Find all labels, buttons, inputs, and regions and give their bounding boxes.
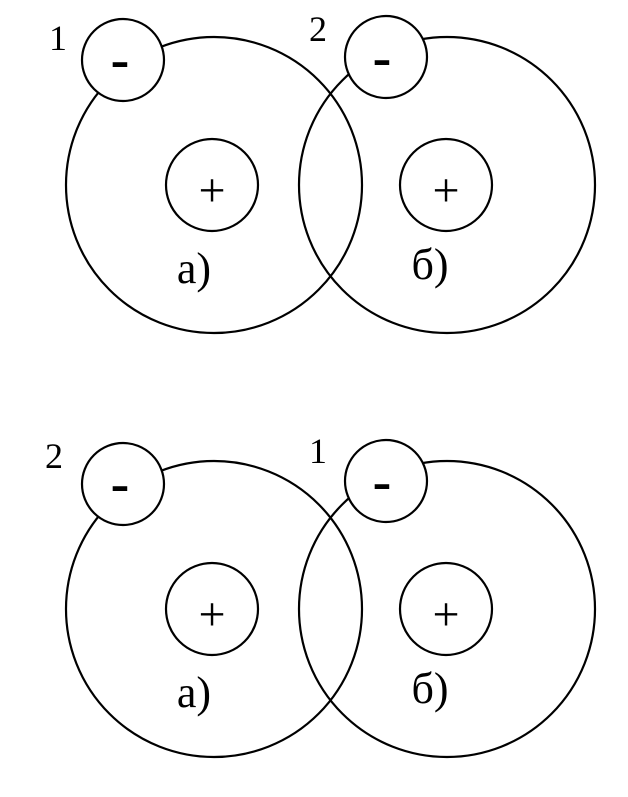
atom-b-top: + б) bbox=[297, 35, 597, 335]
electron-sign-b-bottom: - bbox=[373, 451, 392, 513]
electron-b-bottom: - 1 bbox=[309, 431, 429, 524]
nucleus-b-bottom bbox=[398, 561, 494, 657]
electron-circle-a-bottom bbox=[80, 441, 166, 527]
electron-sign-a-bottom: - bbox=[111, 453, 130, 515]
electron-circle-b-bottom bbox=[343, 438, 429, 524]
top-panel: + а) + б) - 1 - 2 bbox=[49, 9, 597, 335]
electron-a-top: - 1 bbox=[49, 17, 166, 103]
atom-label-b-bottom: б) bbox=[411, 664, 448, 713]
orbit-b-bottom bbox=[297, 459, 597, 759]
nucleus-sign-a-top: + bbox=[198, 164, 225, 217]
nucleus-a-bottom bbox=[164, 561, 260, 657]
electron-circle-a-top bbox=[80, 17, 166, 103]
atom-label-a-bottom: а) bbox=[177, 668, 211, 717]
nucleus-a-top bbox=[164, 137, 260, 233]
atom-label-a-top: а) bbox=[177, 244, 211, 293]
nucleus-sign-a-bottom: + bbox=[198, 588, 225, 641]
electron-number-b-bottom: 1 bbox=[309, 431, 327, 471]
electron-number-a-bottom: 2 bbox=[45, 436, 63, 476]
electron-circle-b-top bbox=[343, 14, 429, 100]
electron-number-b-top: 2 bbox=[309, 9, 327, 49]
electron-number-a-top: 1 bbox=[49, 18, 67, 58]
electron-sign-a-top: - bbox=[111, 29, 130, 91]
electron-b-top: - 2 bbox=[309, 9, 429, 100]
atom-a-top: + а) bbox=[64, 35, 364, 335]
atom-a-bottom: + а) bbox=[64, 459, 364, 759]
orbit-a-top bbox=[64, 35, 364, 335]
bottom-panel: + а) + б) - 2 - 1 bbox=[45, 431, 597, 759]
electron-sign-b-top: - bbox=[373, 27, 392, 89]
orbit-b-top bbox=[297, 35, 597, 335]
atom-b-bottom: + б) bbox=[297, 459, 597, 759]
nucleus-sign-b-top: + bbox=[432, 164, 459, 217]
nucleus-b-top bbox=[398, 137, 494, 233]
orbit-a-bottom bbox=[64, 459, 364, 759]
nucleus-sign-b-bottom: + bbox=[432, 588, 459, 641]
electron-a-bottom: - 2 bbox=[45, 436, 166, 527]
atom-label-b-top: б) bbox=[411, 240, 448, 289]
